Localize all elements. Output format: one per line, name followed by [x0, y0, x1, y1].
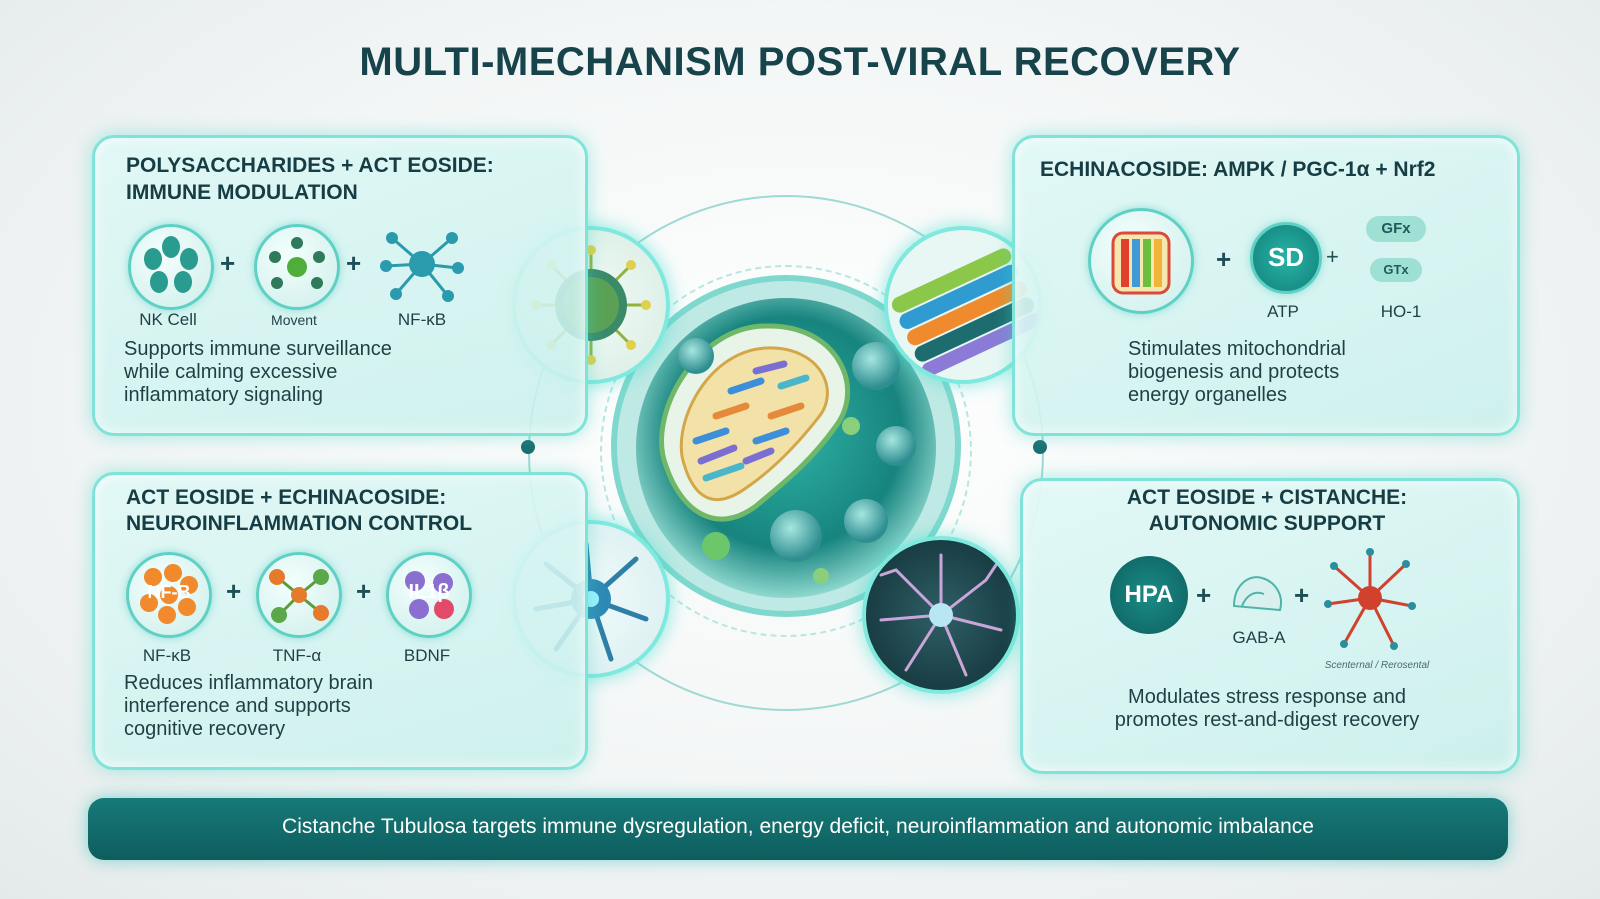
plus-sign: +	[226, 576, 242, 606]
panel-title-neuro-line1: ACT EOSIDE + ECHINACOSIDE:	[126, 486, 447, 509]
central-cell-illustration	[611, 275, 961, 617]
antioxidant-enzyme-icon: GFx GTx	[1362, 210, 1436, 292]
il-1b-cluster-icon: IL1β	[386, 552, 472, 638]
label-nk-cell: NK Cell	[139, 310, 197, 329]
gaba-receptor-icon	[1232, 576, 1282, 612]
nerve-cell-satellite	[862, 536, 1020, 694]
mitochondria-tubes-icon	[891, 248, 1038, 377]
label-gab-a: GAB-A	[1232, 628, 1286, 647]
panel-description-immune: Supports immune surveillance while calmi…	[124, 338, 392, 407]
desc-line: cognitive recovery	[124, 718, 286, 740]
panel-description-ampk: Stimulates mitochondrial biogenesis and …	[1128, 338, 1346, 407]
plus-sign: +	[346, 248, 362, 278]
label-tnf-alpha: TNF-α	[272, 646, 322, 665]
panel-description-neuro: Reduces inflammatory brain interference …	[124, 672, 373, 741]
nf-kb-network-icon	[380, 232, 464, 302]
desc-line: while calming excessive	[124, 361, 338, 383]
panel-description-autonomic: Modulates stress response and promotes r…	[1020, 686, 1514, 732]
plus-sign: +	[356, 576, 372, 606]
nf-b-badge-text: NF-B	[147, 582, 191, 602]
sd-badge-text: SD	[1267, 242, 1305, 272]
plus-sign: +	[1294, 580, 1310, 610]
orbit-dashed-ring	[600, 265, 972, 637]
gfx-badge: GFx	[1366, 216, 1426, 242]
panel-title-ampk: ECHINACOSIDE: AMPK / PGC-1α + Nrf2	[1040, 158, 1436, 181]
page-title: MULTI-MECHANISM POST-VIRAL RECOVERY	[359, 40, 1241, 84]
desc-line: energy organelles	[1128, 384, 1287, 406]
nerve-cell-icon	[879, 553, 1003, 677]
desc-line: Reduces inflammatory brain	[124, 672, 373, 694]
label-movent: Movent	[271, 312, 317, 328]
nf-b-cluster-icon: NF-B	[126, 552, 212, 638]
desc-line: biogenesis and protects	[1128, 361, 1340, 383]
mitochondrion-icon	[659, 323, 850, 522]
nk-cell-icon	[128, 224, 214, 310]
hpa-badge-text: HPA	[1124, 581, 1174, 608]
desc-line: inflammatory signaling	[124, 384, 323, 406]
hpa-badge-icon: HPA	[1110, 556, 1188, 634]
plus-sign: +	[1216, 244, 1232, 274]
footer-text: Cistanche Tubulosa targets immune dysreg…	[282, 815, 1314, 838]
desc-line: Supports immune surveillance	[124, 338, 392, 360]
il-1b-badge-text: IL1β	[408, 581, 450, 603]
sympathetic-neuron-icon	[1324, 548, 1416, 650]
label-nf-kb: NF-κB	[397, 310, 447, 329]
sd-badge-icon: SD	[1250, 222, 1322, 294]
panel-title-neuro-line2: NEUROINFLAMMATION CONTROL	[126, 512, 473, 535]
label-scenternal: Scenternal / Rerosental	[1324, 660, 1430, 671]
panel-autonomic-support	[1020, 478, 1520, 774]
plus-sign: +	[1196, 580, 1212, 610]
desc-line: Stimulates mitochondrial	[1128, 338, 1346, 360]
label-atp: ATP	[1267, 302, 1299, 321]
label-bdnf: BDNF	[403, 646, 451, 665]
label-nf-kb-bottom: NF-κB	[142, 646, 192, 665]
desc-line: Modulates stress response and	[1128, 686, 1406, 708]
desc-line: promotes rest-and-digest recovery	[1114, 709, 1420, 731]
arrow-sign: +	[1326, 244, 1339, 269]
panel-title-immune-line2: IMMUNE MODULATION	[126, 181, 358, 204]
desc-line: interference and supports	[124, 695, 351, 717]
panel-title-autonomic-line1: ACT EOSIDE + CISTANCHE:	[1126, 486, 1408, 509]
gtx-badge: GTx	[1370, 258, 1422, 282]
plus-sign: +	[220, 248, 236, 278]
footer-banner	[88, 798, 1508, 860]
orbit-node-right	[1033, 440, 1047, 454]
orbit-node-left	[521, 440, 535, 454]
panel-title-autonomic-line2: AUTONOMIC SUPPORT	[1148, 512, 1386, 535]
panel-title-immune-line1: POLYSACCHARIDES + ACT EOSIDE:	[126, 154, 494, 177]
mitochondria-battery-icon	[1088, 208, 1194, 314]
tnf-alpha-cluster-icon	[256, 552, 342, 638]
vesicle-icon	[852, 342, 900, 390]
label-ho-1: HO-1	[1380, 302, 1422, 321]
molecule-cluster-icon	[254, 224, 340, 310]
